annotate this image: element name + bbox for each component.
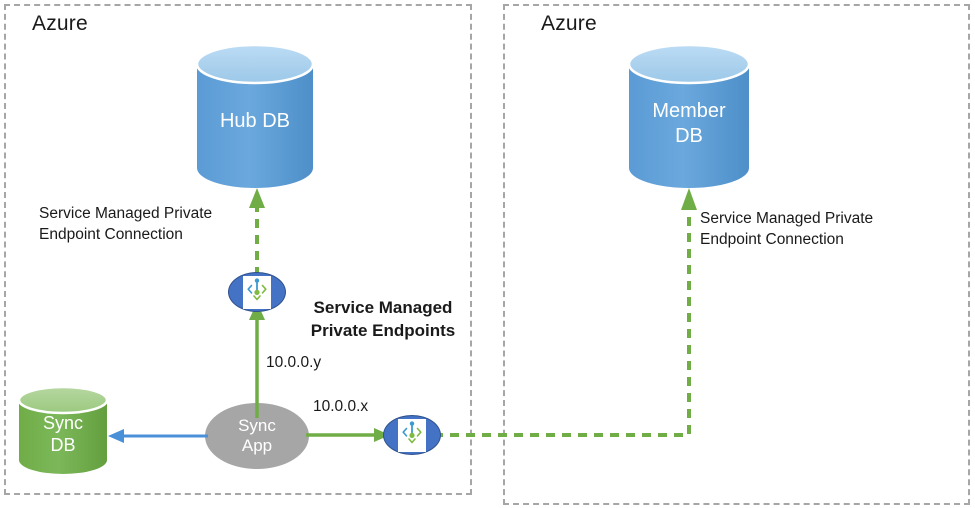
private-endpoint-hub[interactable]	[228, 272, 286, 312]
sync-app-label-line2: App	[241, 436, 273, 455]
sync-db-node[interactable]: Sync DB	[17, 385, 109, 474]
private-link-icon	[243, 275, 271, 309]
connector-endpoint-hub-to-hub-db	[246, 186, 268, 276]
azure-zone-right-label: Azure	[541, 12, 597, 35]
sync-app-label-line1: Sync	[238, 415, 276, 435]
connector-syncapp-to-endpoint-member	[306, 424, 392, 446]
azure-zone-right	[503, 4, 970, 505]
private-link-icon	[398, 418, 426, 452]
member-db-node[interactable]: Member DB	[627, 43, 751, 188]
service-managed-private-endpoints-title: Service Managed Private Endpoints	[310, 298, 456, 340]
hub-db-node[interactable]: Hub DB	[195, 43, 315, 188]
ip-label-hub: 10.0.0.y	[266, 354, 322, 371]
connector-syncapp-to-endpoint-hub	[246, 300, 268, 420]
azure-zone-left	[4, 4, 472, 495]
ip-label-member: 10.0.0.x	[313, 398, 369, 415]
azure-zone-left-label: Azure	[32, 12, 88, 35]
connector-syncapp-to-syncdb	[104, 425, 210, 447]
private-endpoint-member[interactable]	[383, 415, 441, 455]
member-connection-note: Service Managed Private Endpoint Connect…	[700, 210, 874, 249]
hub-connection-note: Service Managed Private Endpoint Connect…	[39, 205, 213, 244]
connector-endpoint-member-to-member-db	[430, 186, 700, 438]
